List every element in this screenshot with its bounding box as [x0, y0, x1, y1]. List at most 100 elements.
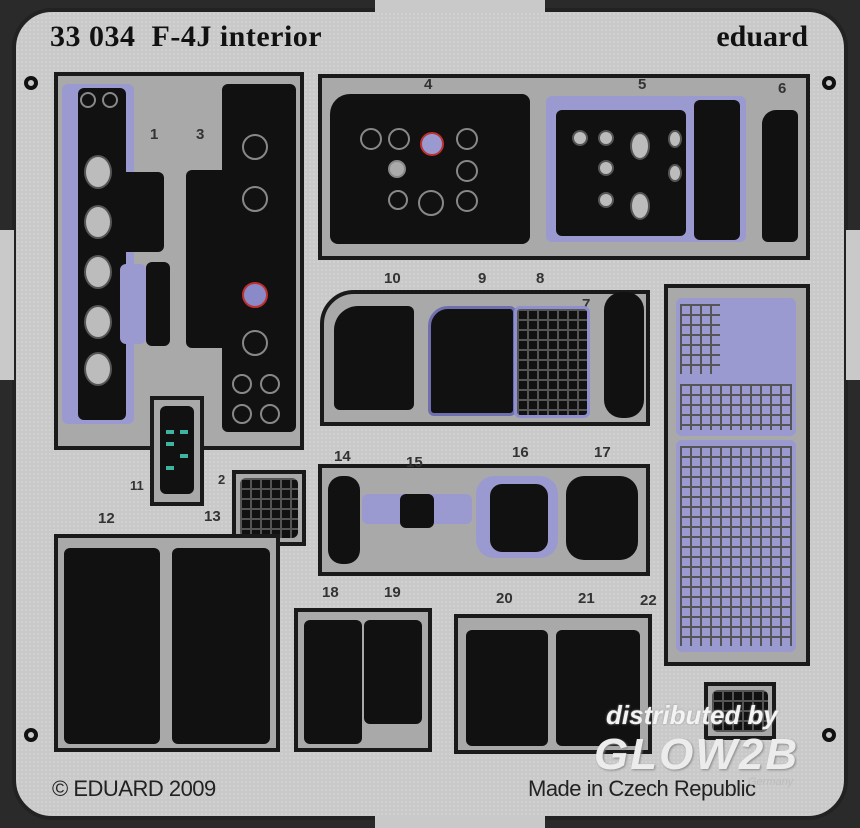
part-number-11: 11 [130, 478, 144, 493]
part-number-3: 3 [196, 126, 205, 143]
dial-icon [232, 404, 252, 424]
part-number-7: 7 [582, 296, 591, 313]
product-name: F-4J interior [151, 20, 323, 53]
attitude-indicator-icon [420, 132, 444, 156]
gauge-icon [572, 130, 588, 146]
dial-icon [418, 190, 444, 216]
part-9-panel [428, 306, 516, 416]
part-22-grid [680, 446, 792, 646]
gauge-icon [84, 352, 112, 386]
dial-icon [456, 160, 478, 182]
dial-icon [260, 404, 280, 424]
part-number-15: 15 [406, 454, 423, 471]
part-21-panel [556, 630, 640, 746]
part-number-4: 4 [424, 76, 433, 93]
gauge-icon [80, 92, 96, 108]
dial-icon [242, 330, 268, 356]
part-number-13: 13 [204, 508, 221, 525]
product-title: 33 034 F-4J interior [50, 20, 322, 54]
dial-icon [388, 160, 406, 178]
distributor-watermark-logo: GLOW2B [594, 730, 800, 779]
indicator-light-icon [166, 442, 174, 446]
part-number-16: 16 [512, 444, 529, 461]
brand-logo: eduard [716, 20, 808, 53]
part-13-panel [172, 548, 270, 744]
part-10-panel [334, 306, 414, 410]
indicator-light-icon [166, 430, 174, 434]
part-14-panel [328, 476, 360, 564]
part-1-switch-strip [146, 262, 170, 346]
dial-icon [360, 128, 382, 150]
part-number-22: 22 [640, 592, 657, 609]
part-19-panel [364, 620, 422, 724]
gauge-icon [598, 160, 614, 176]
part-number-19: 19 [384, 584, 401, 601]
part-20-panel [466, 630, 548, 746]
fret-tab-top [375, 0, 545, 12]
part-number-14: 14 [334, 448, 351, 465]
dial-icon [232, 374, 252, 394]
gauge-icon [84, 205, 112, 239]
part-5-center [556, 110, 686, 236]
part-number-12: 12 [98, 510, 115, 527]
indicator-light-icon [180, 430, 188, 434]
part-number-20: 20 [496, 590, 513, 607]
part-22-grid [680, 384, 792, 430]
registration-hole-icon [24, 728, 38, 742]
attitude-indicator-icon [242, 282, 268, 308]
fret-tab-right [846, 230, 860, 380]
gauge-icon [630, 192, 650, 220]
gauge-icon [84, 155, 112, 189]
copyright-text: © EDUARD 2009 [52, 776, 216, 801]
origin-text: Made in Czech Republic [528, 776, 756, 801]
part-11-panel [160, 406, 194, 494]
part-2-panel [240, 478, 298, 538]
fret-tab-left [0, 230, 14, 380]
registration-hole-icon [822, 76, 836, 90]
gauge-icon [102, 92, 118, 108]
gauge-icon [668, 130, 682, 148]
part-15-block [400, 494, 434, 528]
part-18-panel [304, 620, 362, 744]
part-4-main-panel [330, 94, 530, 244]
gauge-icon [598, 130, 614, 146]
part-6-strip [762, 110, 798, 242]
part-number-5: 5 [638, 76, 647, 93]
dial-icon [242, 134, 268, 160]
part-17-panel [566, 476, 638, 560]
part-1-subpanel [118, 172, 164, 252]
distributor-watermark-country: Germany [748, 776, 794, 788]
indicator-light-icon [166, 466, 174, 470]
part-12-panel [64, 548, 160, 744]
part-1-lavender-block [120, 264, 146, 344]
indicator-light-icon [180, 454, 188, 458]
gauge-icon [630, 132, 650, 160]
dial-icon [388, 128, 410, 150]
part-number-2: 2 [218, 472, 226, 487]
part-number-8: 8 [536, 270, 545, 287]
gauge-icon [668, 164, 682, 182]
part-number-10: 10 [384, 270, 401, 287]
part-number-21: 21 [578, 590, 595, 607]
distributor-watermark-line1: distributed by [606, 700, 778, 730]
part-22-grid [680, 304, 720, 374]
part-5-switch-column [694, 100, 740, 240]
part-number-18: 18 [322, 584, 339, 601]
part-number-6: 6 [778, 80, 787, 97]
gauge-icon [598, 192, 614, 208]
part-8-keypad [514, 306, 590, 418]
dial-icon [260, 374, 280, 394]
part-number-9: 9 [478, 270, 487, 287]
dial-icon [456, 128, 478, 150]
part-number-1: 1 [150, 126, 159, 143]
part-16-inner [490, 484, 548, 552]
registration-hole-icon [822, 728, 836, 742]
gauge-icon [84, 305, 112, 339]
part-7-strip [604, 292, 644, 418]
dial-icon [242, 186, 268, 212]
dial-icon [388, 190, 408, 210]
fret-tab-bottom [375, 816, 545, 828]
dial-icon [456, 190, 478, 212]
part-number-17: 17 [594, 444, 611, 461]
part-23-panel [712, 690, 768, 732]
